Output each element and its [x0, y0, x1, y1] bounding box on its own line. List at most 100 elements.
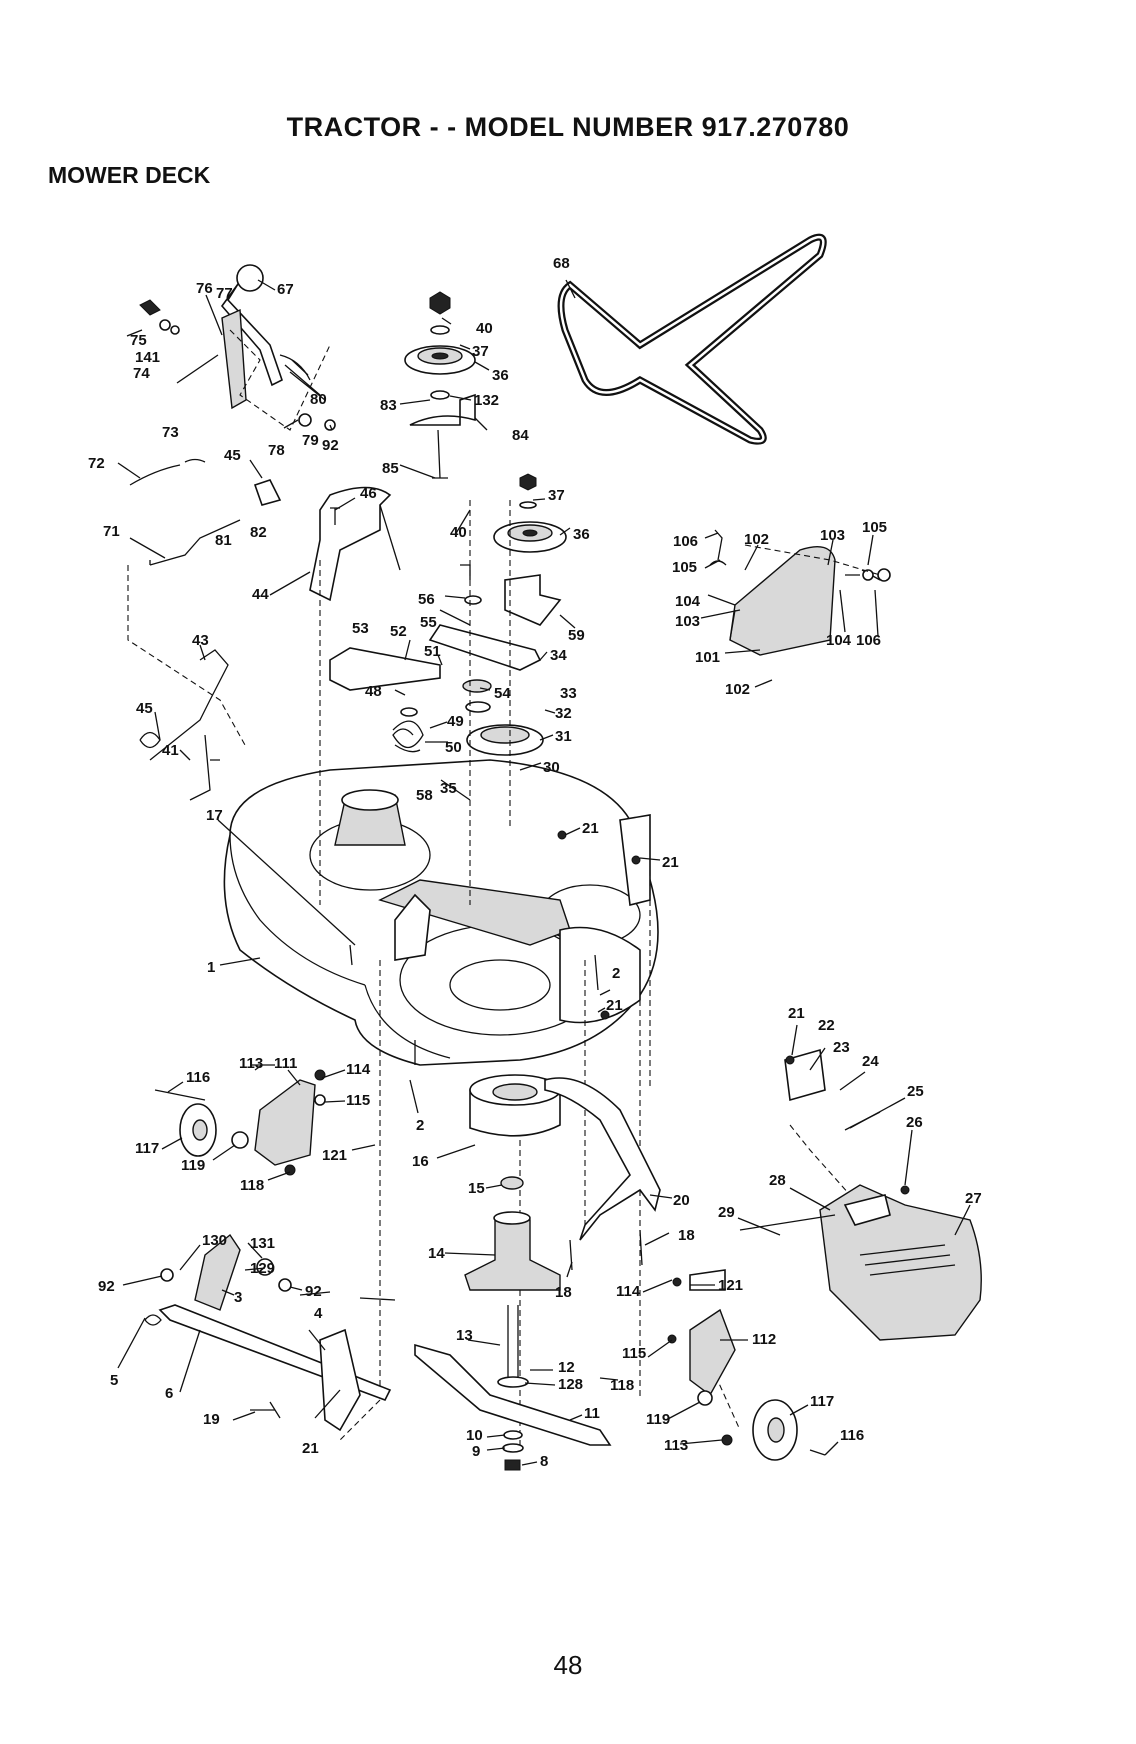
callout-label: 48	[365, 683, 382, 700]
callout-label: 45	[224, 447, 241, 464]
callout-label: 14	[428, 1245, 445, 1262]
callout-label: 1	[207, 959, 215, 976]
callout-label: 2	[612, 965, 620, 982]
idler-pulley-stack-drawing	[404, 291, 476, 479]
callout-label: 128	[558, 1376, 583, 1393]
callout-label: 72	[88, 455, 105, 472]
callout-label: 33	[560, 685, 577, 702]
lift-lever-assembly-drawing	[129, 264, 336, 506]
bracket-101-drawing	[709, 529, 891, 656]
lift-arms-drawing	[144, 1233, 396, 1432]
callout-label: 116	[840, 1427, 864, 1444]
callout-label: 21	[606, 997, 623, 1014]
callout-label: 21	[662, 854, 679, 871]
callout-label: 41	[162, 742, 179, 759]
callout-label: 106	[856, 632, 881, 649]
callout-label: 77	[216, 285, 233, 302]
callout-label: 117	[810, 1393, 834, 1410]
callout-label: 85	[382, 460, 399, 477]
callout-label: 6	[165, 1385, 173, 1402]
callout-label: 92	[98, 1278, 115, 1295]
callout-label: 16	[412, 1153, 429, 1170]
callout-label: 129	[250, 1260, 275, 1277]
callout-label: 17	[206, 807, 223, 824]
callout-label: 8	[540, 1453, 548, 1470]
callout-label: 28	[769, 1172, 786, 1189]
callout-label: 112	[752, 1331, 776, 1348]
leader-lines	[117, 279, 971, 1466]
callout-label: 103	[820, 527, 845, 544]
callout-label: 118	[240, 1177, 264, 1194]
callout-label: 141	[135, 349, 160, 366]
callout-label: 116	[186, 1069, 210, 1086]
callout-label: 119	[181, 1157, 205, 1174]
callout-label: 29	[718, 1204, 735, 1221]
callout-label: 51	[424, 643, 441, 660]
callout-label: 105	[672, 559, 697, 576]
callout-label: 34	[550, 647, 567, 664]
callout-label: 26	[906, 1114, 923, 1131]
callout-label: 82	[250, 524, 267, 541]
callout-label: 102	[744, 531, 769, 548]
callout-label: 79	[302, 432, 319, 449]
deflector-27-drawing	[739, 1048, 982, 1341]
callout-label: 3	[234, 1289, 242, 1306]
callout-label: 5	[110, 1372, 118, 1389]
callout-label: 115	[346, 1092, 370, 1109]
mower-deck-1-drawing	[223, 759, 659, 1066]
callout-label: 73	[162, 424, 179, 441]
callout-label: 43	[192, 632, 209, 649]
callout-label: 13	[456, 1327, 473, 1344]
callout-label: 21	[302, 1440, 319, 1457]
callout-label: 18	[678, 1227, 695, 1244]
callout-label: 102	[725, 681, 750, 698]
baffle-20-drawing	[544, 1077, 661, 1241]
drive-pulley-drawing	[462, 679, 544, 830]
callout-label: 52	[390, 623, 407, 640]
callout-label: 37	[548, 487, 565, 504]
callout-label: 27	[965, 1190, 982, 1207]
callout-label: 115	[622, 1345, 646, 1362]
callout-label: 80	[310, 391, 327, 408]
callout-label: 84	[512, 427, 529, 444]
callout-label: 53	[352, 620, 369, 637]
callout-label: 21	[582, 820, 599, 837]
callout-label: 18	[555, 1284, 572, 1301]
callout-label: 132	[474, 392, 499, 409]
callout-label: 114	[616, 1283, 641, 1300]
callout-label: 105	[862, 519, 887, 536]
callout-label: 15	[468, 1180, 485, 1197]
link-rod-71-drawing	[149, 519, 241, 566]
callout-label: 24	[862, 1053, 879, 1070]
callout-label: 117	[135, 1140, 159, 1157]
callout-label: 76	[196, 280, 213, 297]
callout-label: 23	[833, 1039, 850, 1056]
callout-label: 106	[673, 533, 698, 550]
callout-label: 130	[202, 1232, 227, 1249]
callout-label: 81	[215, 532, 232, 549]
callout-label: 104	[675, 593, 701, 610]
lift-link-43-drawing	[139, 649, 229, 801]
callout-label: 113	[664, 1437, 688, 1454]
page-number: 48	[553, 1650, 583, 1680]
callout-label: 19	[203, 1411, 220, 1428]
callout-label: 22	[818, 1017, 835, 1034]
callout-label: 40	[476, 320, 493, 337]
callout-label: 35	[440, 780, 457, 797]
belt-68-drawing	[557, 233, 827, 445]
callout-label: 55	[420, 614, 437, 631]
callout-label: 58	[416, 787, 433, 804]
callout-label: 4	[314, 1305, 323, 1322]
callout-label: 104	[826, 632, 852, 649]
section-title: MOWER DECK	[48, 162, 211, 188]
callout-label: 78	[268, 442, 285, 459]
idler-pulley-2-drawing	[460, 473, 567, 626]
callout-label: 49	[447, 713, 464, 730]
callout-label: 31	[555, 728, 572, 745]
callout-label: 45	[136, 700, 153, 717]
callout-label: 75	[130, 332, 147, 349]
callout-label: 114	[346, 1061, 371, 1078]
callout-label: 71	[103, 523, 120, 540]
callout-label: 92	[305, 1283, 322, 1300]
